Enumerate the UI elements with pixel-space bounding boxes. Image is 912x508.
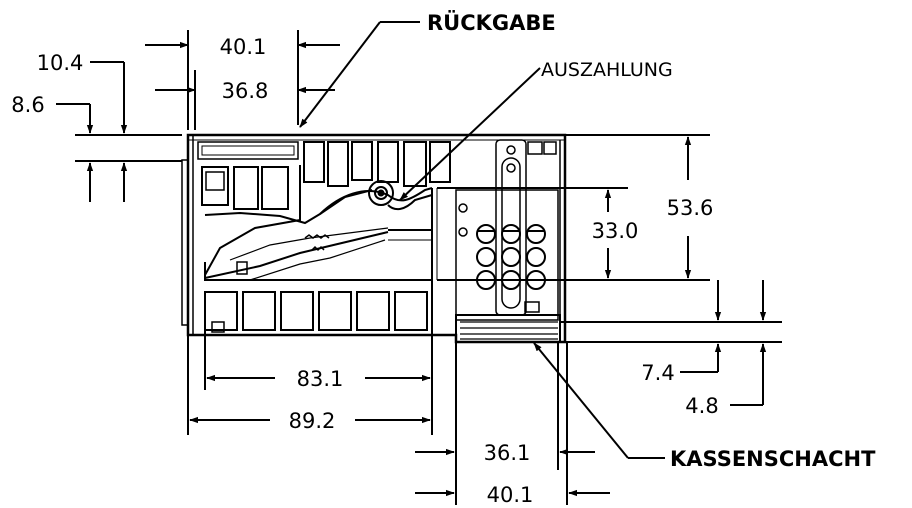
dim-right-offset-upper: 7.4: [641, 361, 674, 385]
callout-leaders: [299, 21, 665, 459]
dim-bottom-width-inner: 83.1: [297, 367, 344, 391]
dim-height-total: 53.6: [667, 196, 714, 220]
dim-top-width-outer: 40.1: [220, 35, 267, 59]
callout-kassenschacht: KASSENSCHACHT: [670, 447, 876, 471]
dim-slot-width-inner: 36.1: [484, 441, 531, 465]
callout-rueckgabe: RÜCKGABE: [427, 10, 556, 35]
dim-slot-width-outer: 40.1: [487, 483, 534, 507]
callout-labels: RÜCKGABE AUSZAHLUNG KASSENSCHACHT: [427, 10, 876, 471]
dim-bottom-width-outer: 89.2: [289, 409, 336, 433]
dim-top-width-inner: 36.8: [222, 79, 269, 103]
callout-auszahlung: AUSZAHLUNG: [541, 59, 673, 81]
dim-height-payout: 33.0: [592, 219, 639, 243]
dim-left-offset-lower: 8.6: [11, 93, 44, 117]
dimension-labels: 40.1 36.8 10.4 8.6 53.6 33.0 83.1 89.2 7…: [11, 35, 718, 507]
dimension-lines: [56, 30, 782, 505]
dim-left-offset-upper: 10.4: [37, 51, 84, 75]
dim-right-offset-lower: 4.8: [685, 394, 718, 418]
device-body: [181, 133, 567, 344]
